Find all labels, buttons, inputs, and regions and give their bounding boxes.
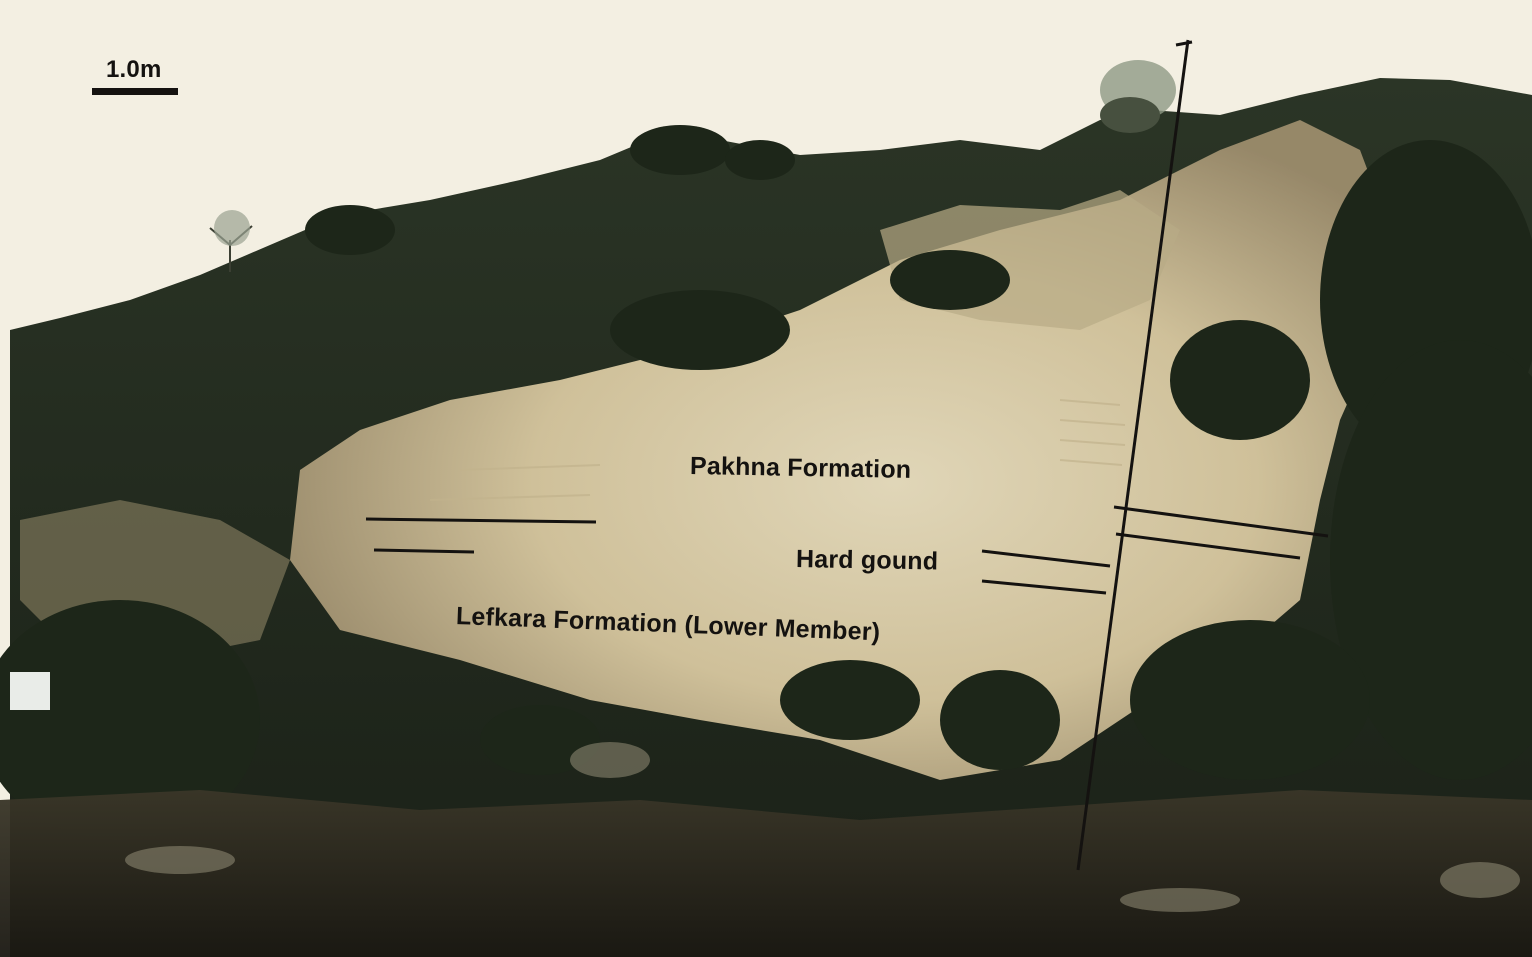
tree-left xyxy=(209,210,253,272)
pakhna-boundary-line-left xyxy=(365,517,597,524)
hardground-line-right xyxy=(1115,532,1301,560)
foreground-stones xyxy=(125,742,1520,912)
tree-right xyxy=(1100,60,1176,133)
scale-bar xyxy=(92,88,178,95)
white-marker xyxy=(10,672,50,710)
foreground-ground xyxy=(0,790,1532,957)
scale-label: 1.0m xyxy=(106,56,162,83)
pakhna-boundary-line-right xyxy=(1113,505,1329,538)
hardground-base-line xyxy=(981,579,1107,595)
hardground-top-line xyxy=(981,549,1111,568)
hardground-label: Hard gound xyxy=(795,545,939,576)
hardground-line-left xyxy=(373,548,475,554)
vegetation xyxy=(0,125,1532,840)
measuring-staff xyxy=(1076,39,1193,871)
pakhna-formation-label: Pakhna Formation xyxy=(689,452,912,484)
bedding-texture xyxy=(429,399,1126,501)
annotation-lines xyxy=(365,505,1329,595)
